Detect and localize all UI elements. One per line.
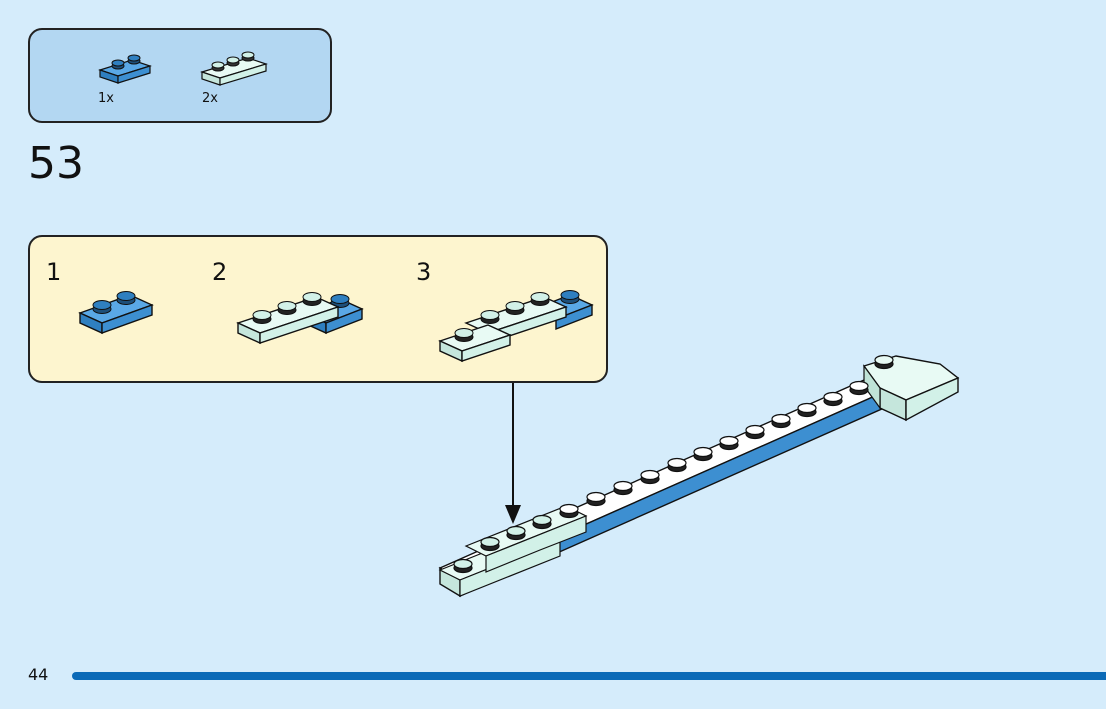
part-qty-mint: 2x	[202, 91, 218, 106]
substep-number-2: 2	[212, 258, 228, 286]
parts-callout: 1x 2x	[28, 28, 332, 123]
substep-2-assembly	[236, 292, 364, 345]
studs	[453, 354, 894, 574]
blue-plate-icon	[98, 54, 152, 84]
footer-accent-bar	[72, 672, 1106, 680]
step-number: 53	[28, 138, 84, 189]
part-qty-blue: 1x	[98, 91, 114, 106]
substep-1-blue-plate	[78, 291, 154, 335]
page-number: 44	[28, 665, 49, 684]
substep-3-assembly	[438, 290, 594, 363]
placement-arrow-head	[505, 505, 521, 524]
substep-number-1: 1	[46, 258, 62, 286]
substep-callout: 1 2 3	[28, 235, 608, 383]
mint-plate-icon	[200, 51, 268, 86]
substep-number-3: 3	[416, 258, 432, 286]
